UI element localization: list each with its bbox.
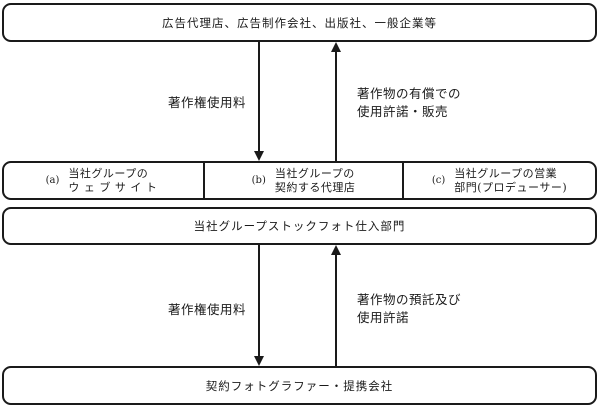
cell-a-label: 当社グループの ウェブサイト xyxy=(68,167,161,195)
cell-b-tag: (b) xyxy=(251,175,266,186)
cell-b-line1: 当社グループの xyxy=(274,166,355,180)
box-stock-photo-dept: 当社グループストックフォト仕入部門 xyxy=(2,207,597,245)
label-royalty-lower: 著作権使用料 xyxy=(168,302,247,317)
arrow-royalty-lower-line xyxy=(258,245,260,357)
label-royalty-upper: 著作権使用料 xyxy=(168,95,247,110)
cell-c-sales-dept: (c) 当社グループの営業 部門(プロデューサー) xyxy=(404,163,595,198)
cell-c-tag: (c) xyxy=(431,175,446,186)
arrow-license-sale-line xyxy=(335,51,337,161)
arrow-license-sale-head-up-icon xyxy=(331,42,341,52)
arrow-deposit-license-head-up-icon xyxy=(331,245,341,255)
cell-b-contract-agencies: (b) 当社グループの 契約する代理店 xyxy=(203,163,404,198)
box-channel-row: (a) 当社グループの ウェブサイト (b) 当社グループの 契約する代理店 (… xyxy=(2,161,597,200)
cell-a-line1: 当社グループの xyxy=(68,166,149,180)
cell-a-website: (a) 当社グループの ウェブサイト xyxy=(4,163,203,198)
box-photographers-label: 契約フォトグラファー・提携会社 xyxy=(205,378,394,393)
label-deposit-license: 著作物の預託及び 使用許諾 xyxy=(357,292,462,325)
cell-c-line1: 当社グループの営業 xyxy=(454,166,558,180)
cell-b-line2: 契約する代理店 xyxy=(274,180,356,194)
label-license-sale: 著作物の有償での 使用許諾・販売 xyxy=(357,86,462,119)
box-photographers: 契約フォトグラファー・提携会社 xyxy=(2,366,597,405)
box-ad-clients-label: 広告代理店、広告制作会社、出版社、一般企業等 xyxy=(162,15,437,30)
cell-a-line2: ウェブサイト xyxy=(68,180,162,194)
cell-b-label: 当社グループの 契約する代理店 xyxy=(275,167,356,195)
cell-a-tag: (a) xyxy=(45,175,60,186)
box-stock-photo-dept-label: 当社グループストックフォト仕入部門 xyxy=(193,219,406,233)
arrow-royalty-lower-head-down-icon xyxy=(254,356,264,366)
arrow-royalty-upper-line xyxy=(258,42,260,152)
arrow-royalty-upper-head-down-icon xyxy=(254,151,264,161)
cell-c-label: 当社グループの営業 部門(プロデューサー) xyxy=(454,167,567,195)
arrow-deposit-license-line xyxy=(335,254,337,366)
box-ad-clients: 広告代理店、広告制作会社、出版社、一般企業等 xyxy=(2,3,597,42)
cell-c-line2: 部門(プロデューサー) xyxy=(454,180,568,194)
